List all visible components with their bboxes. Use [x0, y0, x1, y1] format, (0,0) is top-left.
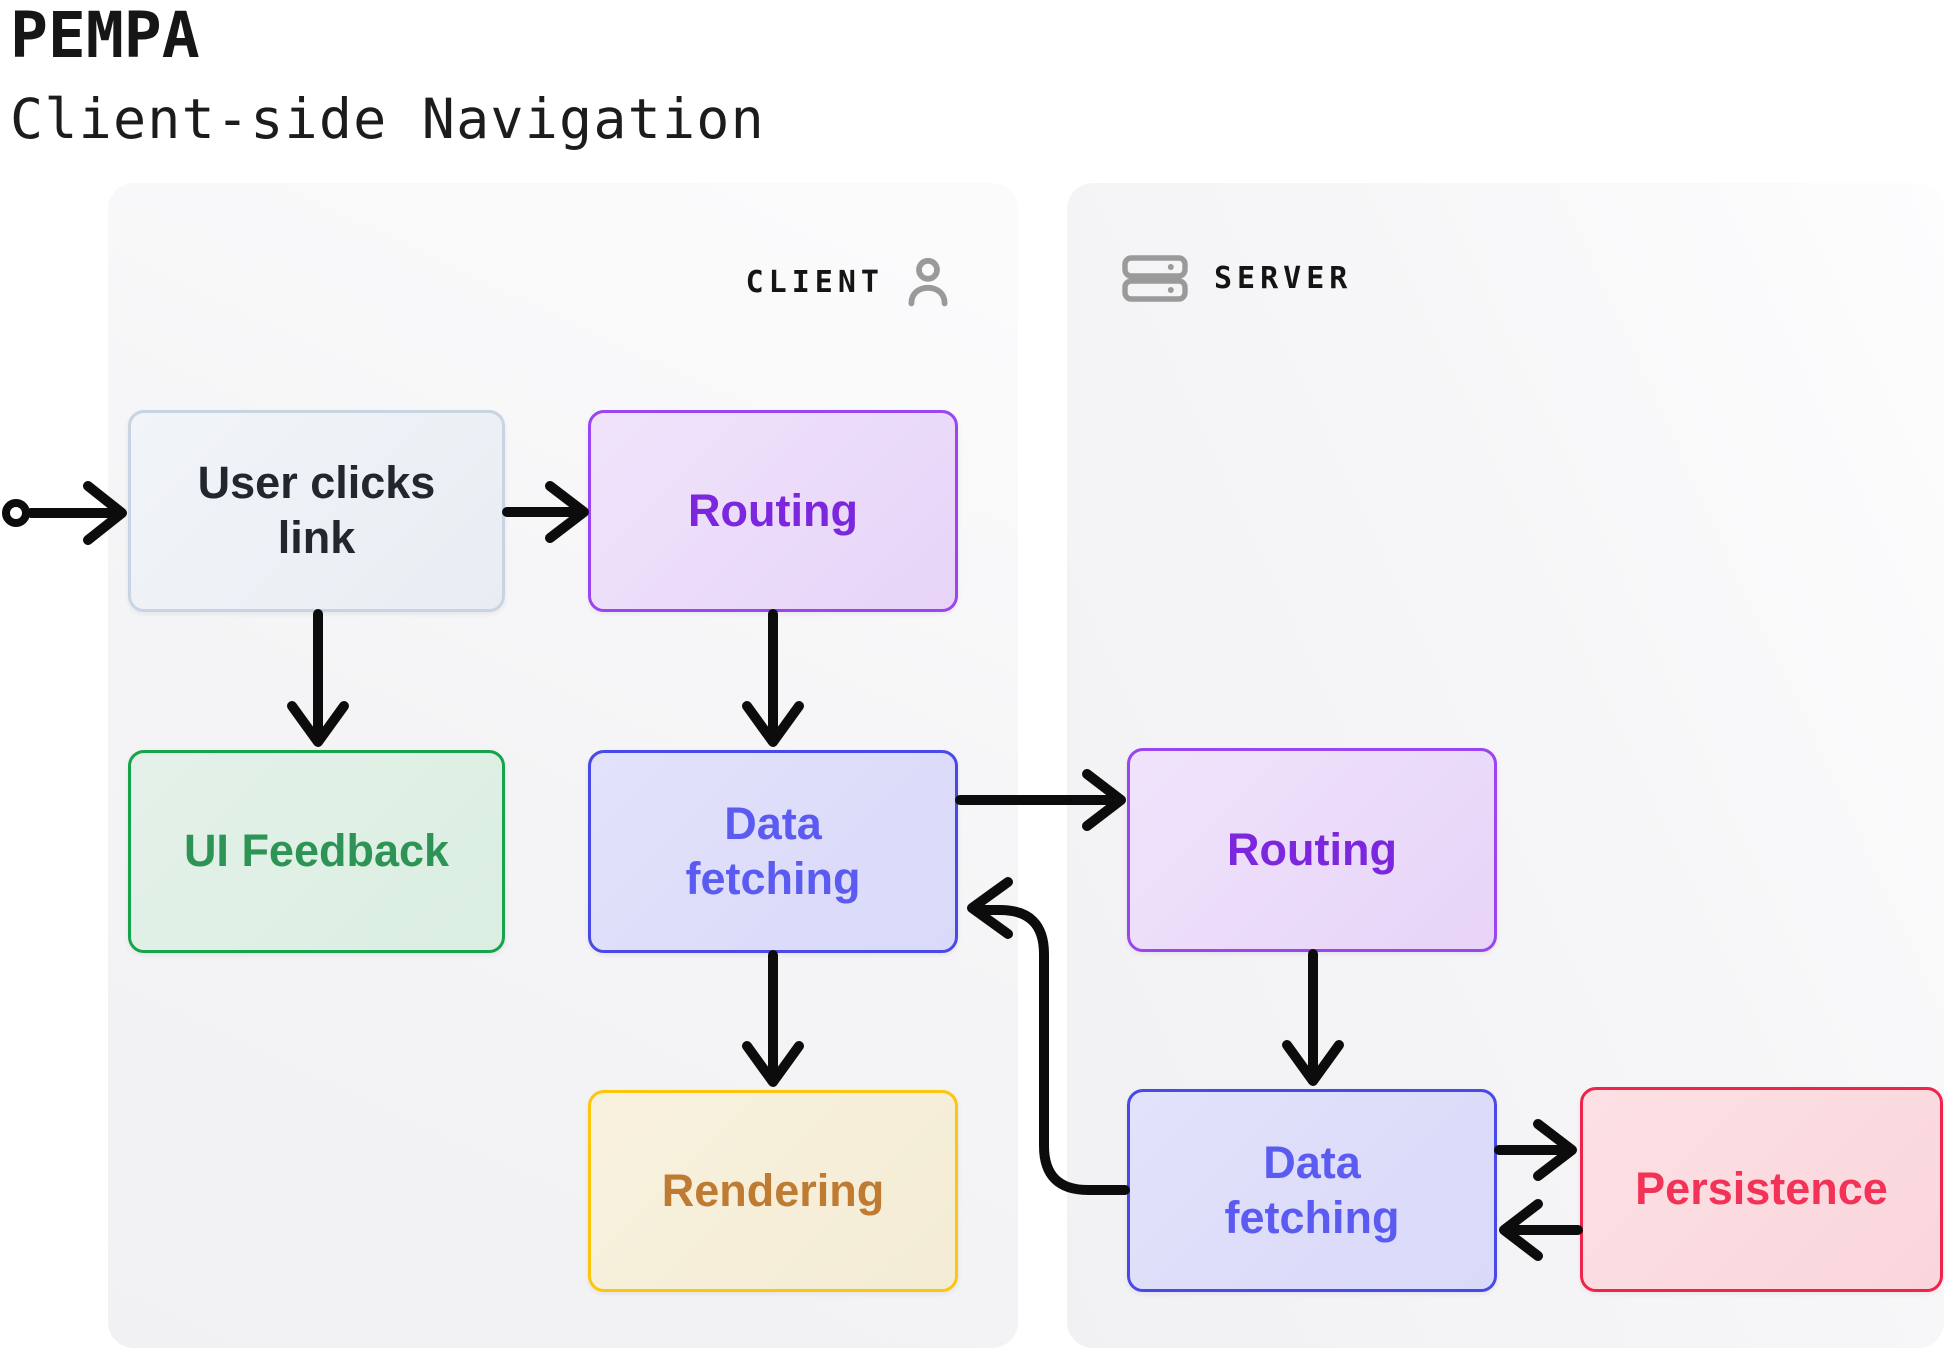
page-subtitle: Client-side Navigation [10, 87, 765, 151]
node-routing-client-label: Routing [688, 484, 858, 536]
page-title: PEMPA [10, 0, 200, 72]
node-routing-client: Routing [588, 410, 958, 612]
node-ui-feedback-label: UI Feedback [183, 825, 450, 877]
node-user-clicks-link: User clicks link [128, 410, 505, 612]
node-data-fetching-server: Data fetching [1127, 1089, 1497, 1292]
node-rendering: Rendering [588, 1090, 958, 1292]
user-icon [908, 257, 948, 307]
client-panel-label: CLIENT [745, 264, 884, 300]
node-data-fetching-client-label: Data fetching [685, 797, 861, 904]
node-persistence-label: Persistence [1635, 1163, 1888, 1215]
start-node-marker [2, 499, 30, 527]
server-icon [1122, 255, 1188, 302]
server-panel-label: SERVER [1214, 261, 1353, 296]
node-routing-server-label: Routing [1227, 823, 1397, 875]
node-data-fetching-client: Data fetching [588, 750, 958, 953]
client-panel-header: CLIENT [746, 255, 950, 309]
title-block: PEMPA Client-side Navigation [10, 4, 765, 147]
node-ui-feedback: UI Feedback [128, 750, 505, 953]
node-persistence: Persistence [1580, 1087, 1943, 1292]
node-data-fetching-server-label: Data fetching [1224, 1136, 1400, 1243]
server-panel-header: SERVER [1122, 255, 1352, 302]
node-rendering-label: Rendering [661, 1164, 885, 1216]
node-routing-server: Routing [1127, 748, 1497, 952]
node-user-clicks-link-label: User clicks link [197, 457, 436, 563]
